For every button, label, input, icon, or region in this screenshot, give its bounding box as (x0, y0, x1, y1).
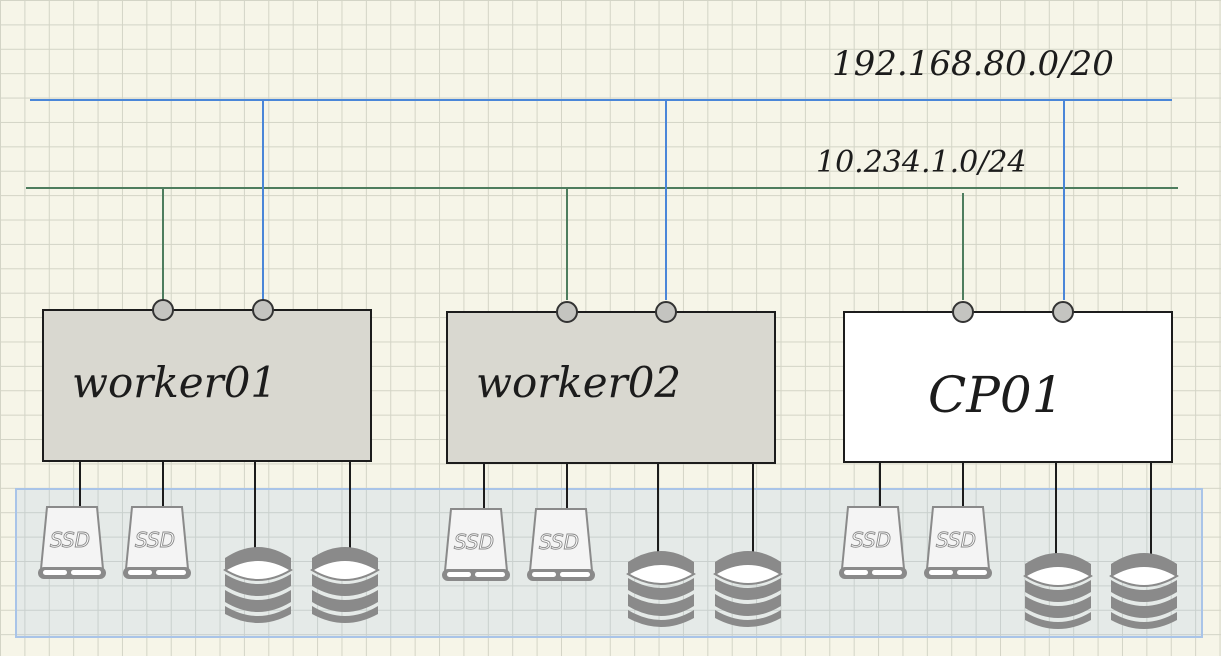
public-network-label: 192.168.80.0/20 (832, 44, 1114, 84)
node-label: worker01 (72, 358, 277, 407)
svg-text:SSD: SSD (135, 528, 175, 552)
svg-text:SSD: SSD (539, 530, 579, 554)
nic-port (556, 301, 578, 323)
ssd-icon: SSD (122, 506, 192, 580)
disk-icon (311, 546, 379, 624)
nic-port (952, 301, 974, 323)
nic-port (252, 299, 274, 321)
node-label: CP01 (928, 366, 1064, 424)
svg-text:SSD: SSD (50, 528, 90, 552)
svg-text:SSD: SSD (936, 528, 976, 552)
ssd-icon: SSD (838, 506, 908, 580)
node-cp01: CP01 (843, 311, 1173, 463)
ssd-icon: SSD (441, 508, 511, 582)
nic-port (655, 301, 677, 323)
private-network-label: 10.234.1.0/24 (816, 145, 1027, 180)
disk-icon (1110, 552, 1178, 630)
ssd-icon: SSD (526, 508, 596, 582)
node-label: worker02 (476, 358, 681, 407)
ssd-icon: SSD (923, 506, 993, 580)
storage-area (15, 488, 1203, 638)
nic-port (152, 299, 174, 321)
disk-icon (714, 550, 782, 628)
disk-icon (627, 550, 695, 628)
node-worker01: worker01 (42, 309, 372, 462)
svg-text:SSD: SSD (454, 530, 494, 554)
disk-icon (224, 546, 292, 624)
svg-text:SSD: SSD (851, 528, 891, 552)
disk-icon (1024, 552, 1092, 630)
nic-port (1052, 301, 1074, 323)
ssd-icon: SSD (37, 506, 107, 580)
node-worker02: worker02 (446, 311, 776, 464)
